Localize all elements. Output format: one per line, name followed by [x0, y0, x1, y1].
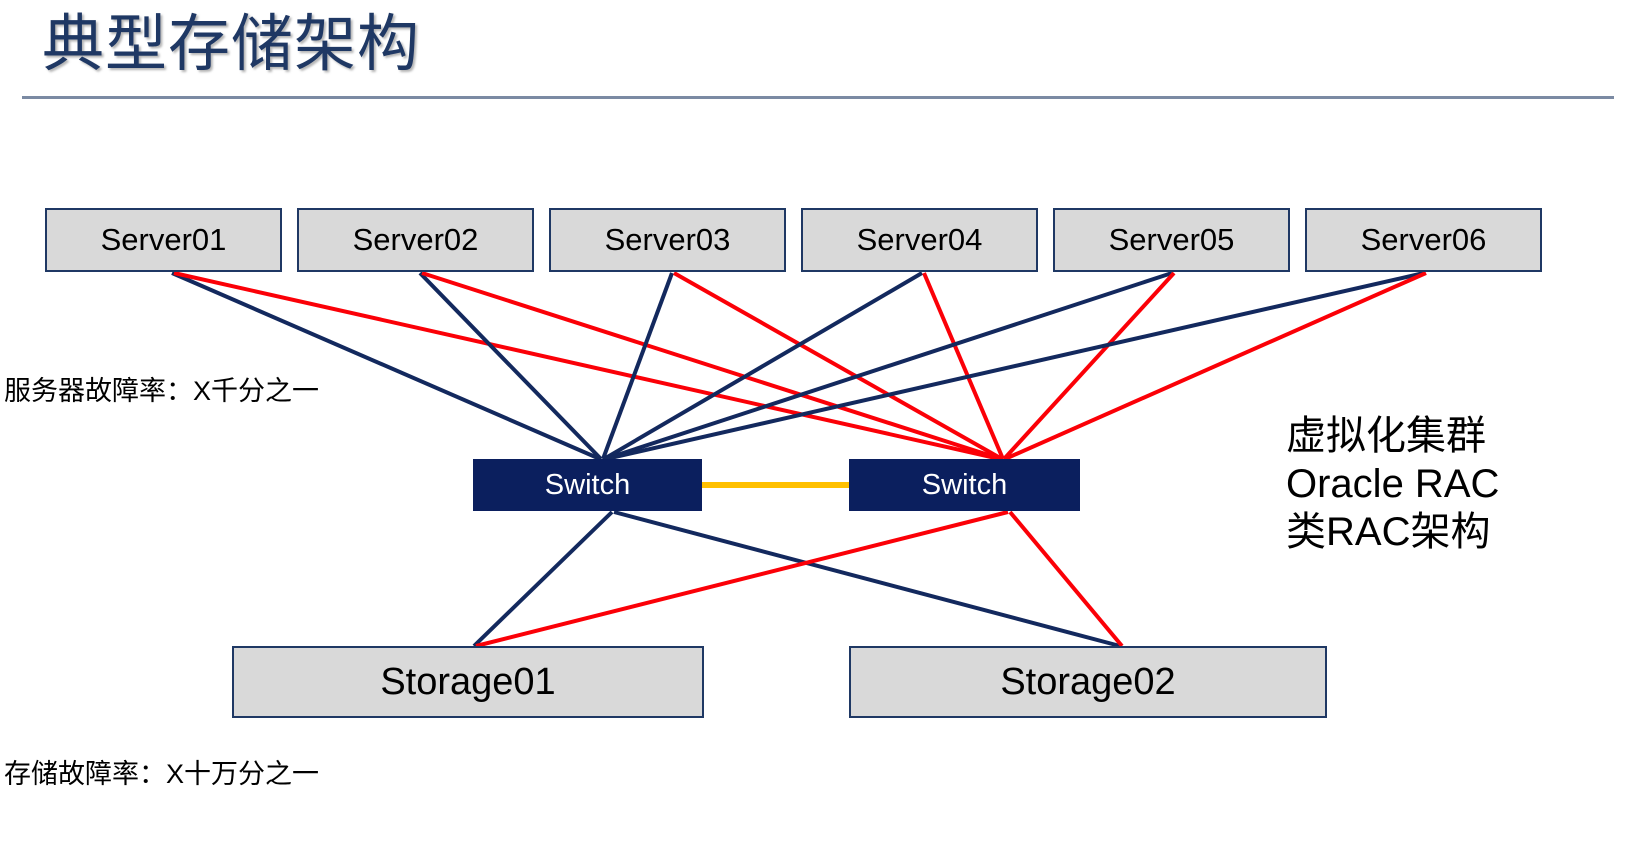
link-server02-to-switch-left — [418, 271, 603, 461]
link-server01-to-switch-left — [171, 271, 601, 461]
server-node-6-label: Server06 — [1360, 222, 1487, 257]
server-node-2-label: Server02 — [352, 222, 479, 257]
storage-node-1[interactable]: Storage01 — [232, 646, 704, 718]
switch-node-left-label: Switch — [544, 468, 631, 501]
server-node-5-label: Server05 — [1108, 222, 1235, 257]
page-title: 典型存储架构 — [42, 10, 421, 79]
server-node-5[interactable]: Server05 — [1053, 208, 1290, 272]
server-node-3-label: Server03 — [604, 222, 731, 257]
link-switch-left-to-storage02 — [613, 510, 1121, 648]
link-server02-to-switch-right — [421, 271, 1002, 461]
storage-node-1-label: Storage01 — [380, 660, 556, 703]
switch-node-right-label: Switch — [921, 468, 1008, 501]
server-node-2[interactable]: Server02 — [297, 208, 534, 272]
storage-node-2[interactable]: Storage02 — [849, 646, 1327, 718]
cluster-note-line-2: Oracle RAC — [1286, 462, 1500, 506]
server-node-4[interactable]: Server04 — [801, 208, 1038, 272]
switch-node-right[interactable]: Switch — [849, 459, 1080, 511]
server-failure-rate-label: 服务器故障率：X千分之一 — [4, 376, 320, 406]
cluster-type-note: 虚拟化集群 Oracle RAC 类RAC架构 — [1286, 412, 1499, 556]
cluster-note-line-1: 虚拟化集群 — [1286, 414, 1486, 458]
link-server05-to-switch-left — [604, 271, 1173, 461]
switch-storage-links — [472, 510, 1124, 648]
cluster-note-line-3: 类RAC架构 — [1286, 510, 1491, 554]
server-node-4-label: Server04 — [856, 222, 983, 257]
server-node-6[interactable]: Server06 — [1305, 208, 1542, 272]
server-node-3[interactable]: Server03 — [549, 208, 786, 272]
link-server01-to-switch-right — [173, 271, 1001, 461]
link-server05-to-switch-right — [1002, 271, 1176, 461]
server-switch-links — [171, 271, 1427, 461]
server-node-1-label: Server01 — [100, 222, 227, 257]
storage-failure-rate-label: 存储故障率：X十万分之一 — [4, 759, 320, 789]
link-switch-right-to-storage01 — [475, 510, 1009, 648]
link-server03-to-switch-left — [601, 272, 674, 460]
switch-node-left[interactable]: Switch — [473, 459, 702, 511]
link-server06-to-switch-left — [605, 271, 1425, 461]
link-server03-to-switch-right — [673, 271, 1003, 461]
storage-node-2-label: Storage02 — [1000, 660, 1176, 703]
link-server06-to-switch-right — [1004, 271, 1427, 461]
link-server04-to-switch-right — [922, 272, 1005, 460]
link-server04-to-switch-left — [602, 271, 924, 461]
title-divider — [22, 96, 1614, 99]
link-switch-left-to-storage01 — [472, 510, 614, 648]
link-switch-right-to-storage02 — [1008, 510, 1124, 648]
server-node-1[interactable]: Server01 — [45, 208, 282, 272]
